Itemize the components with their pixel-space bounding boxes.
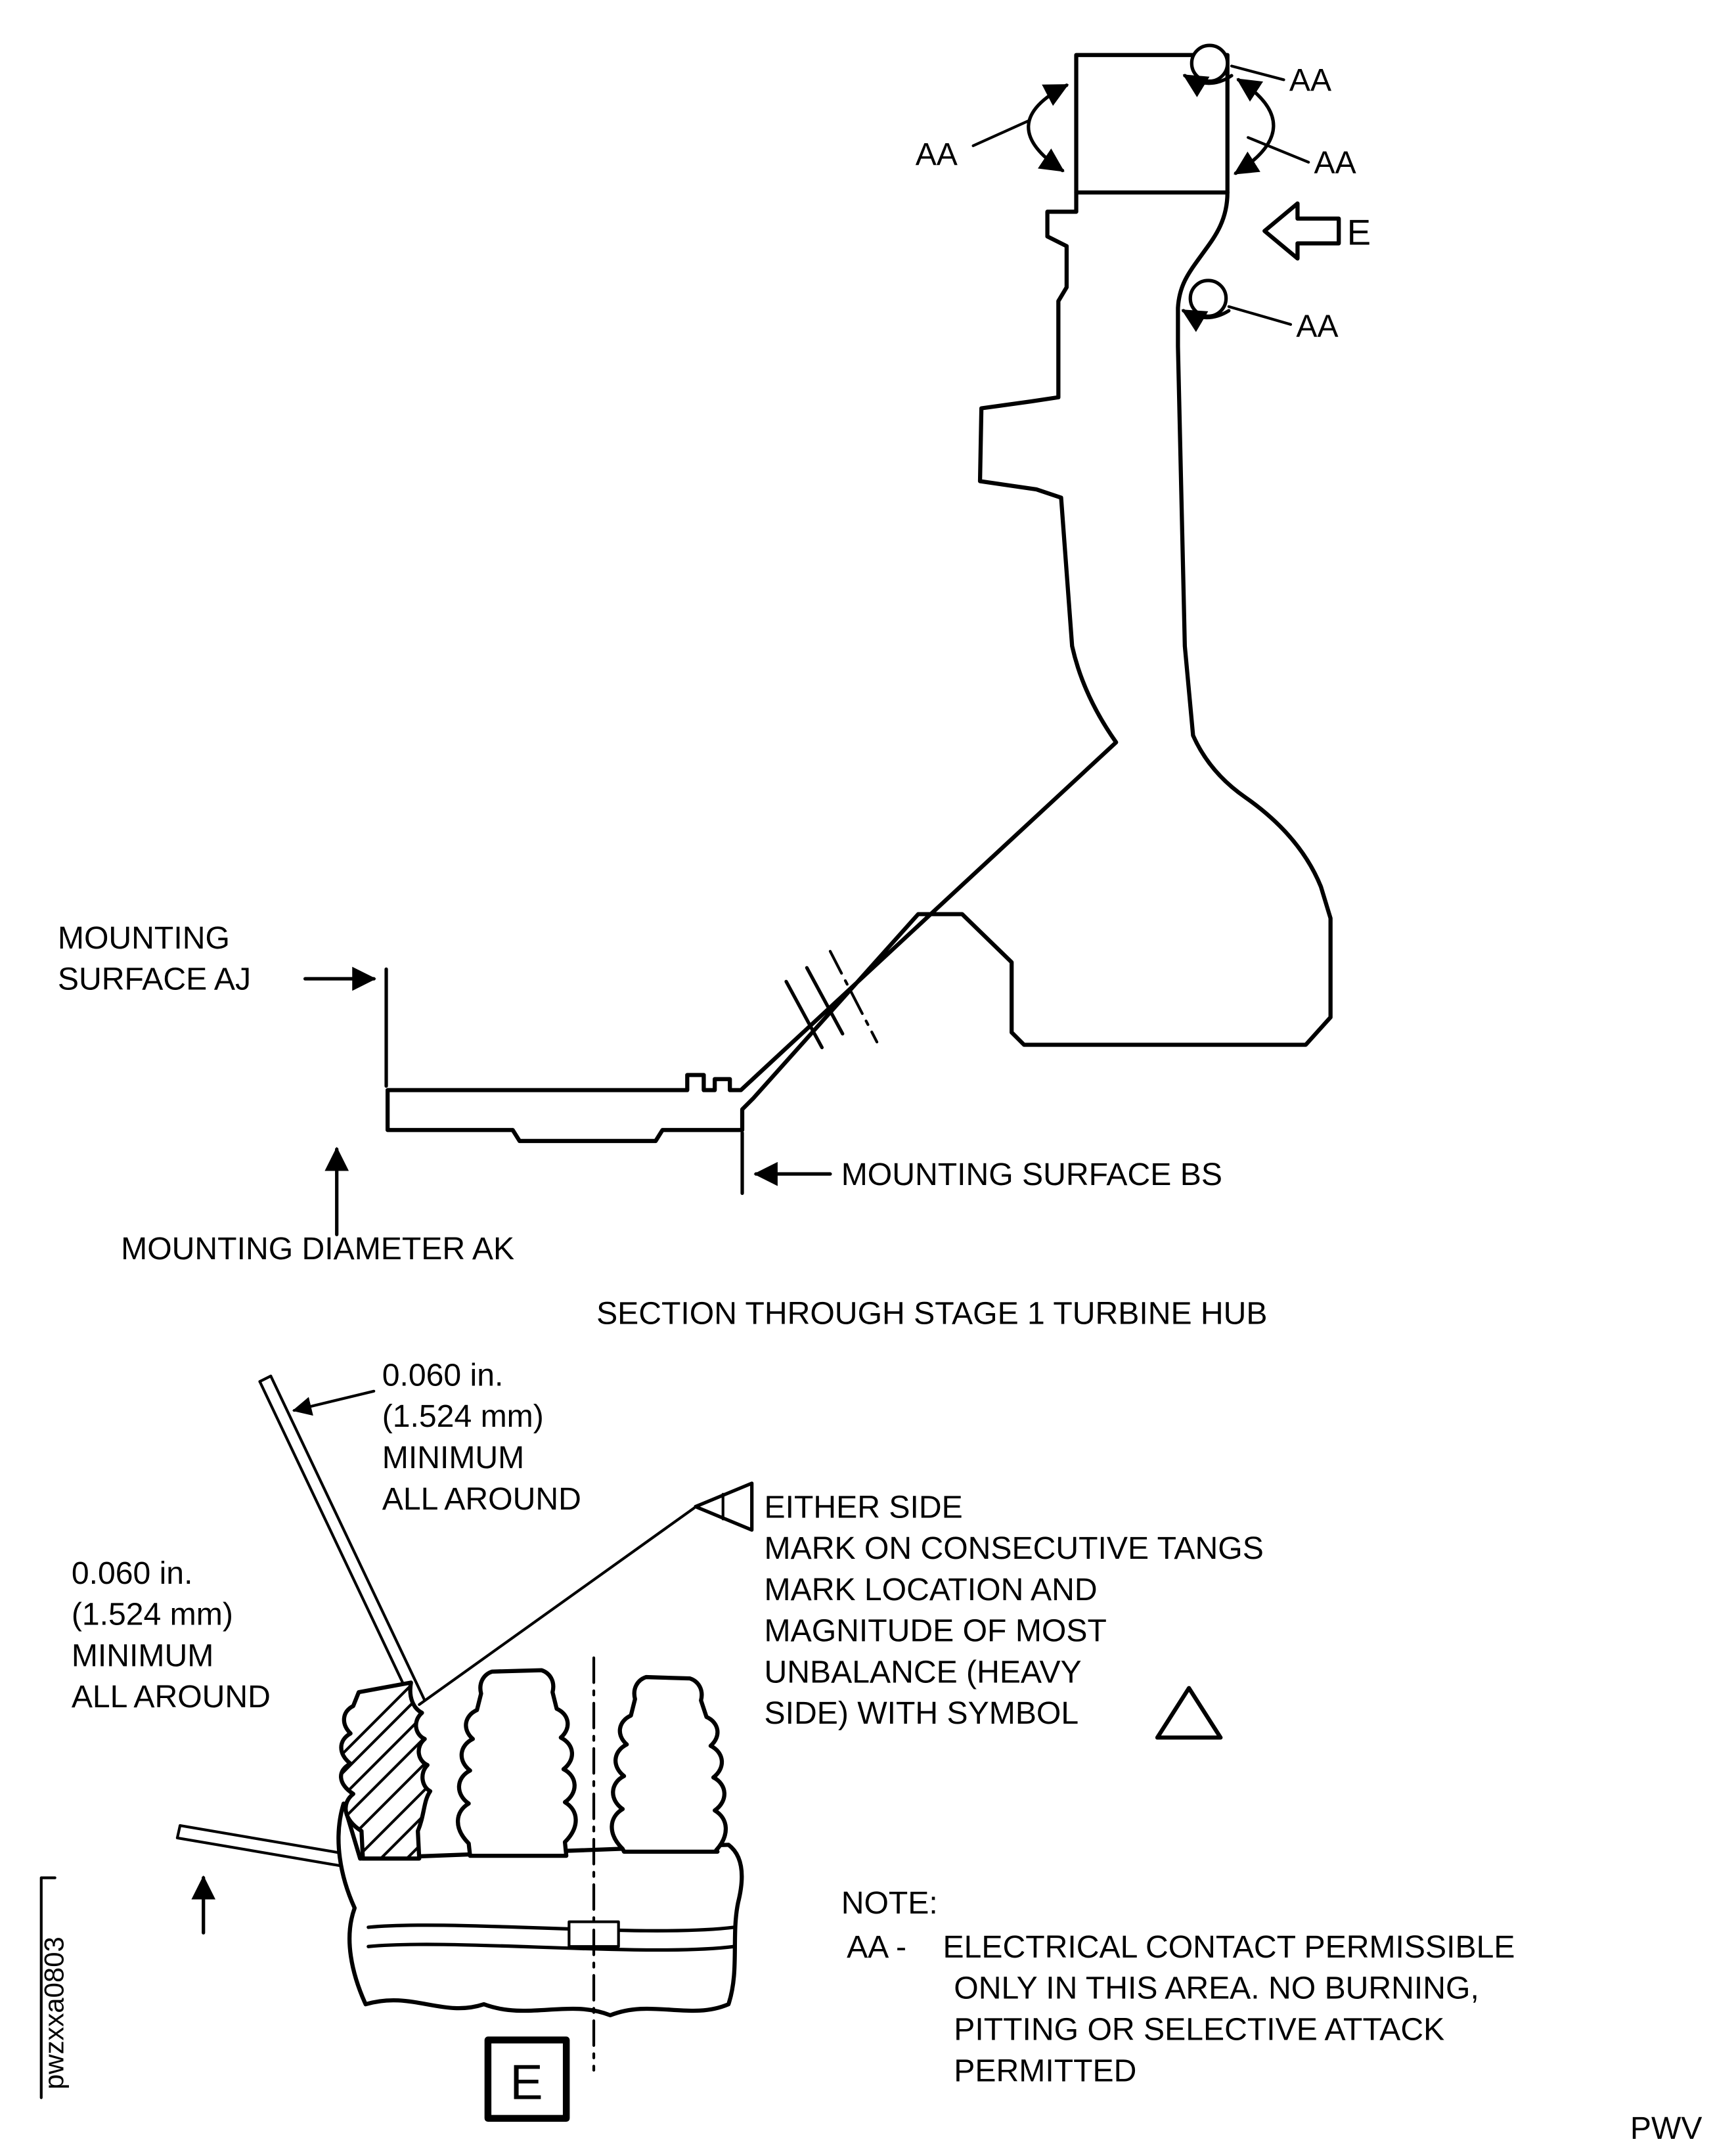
aa-leader-left: [971, 120, 1030, 147]
note-l3: PITTING OR SELECTIVE ATTACK: [954, 2012, 1444, 2048]
feeler-strip-lower-endcap: [175, 1824, 182, 1840]
hub-section-view: AA AA AA AA E MOUNTING SURFACE AJ MOUNTI…: [58, 43, 1371, 1331]
contact-circle-top: [1190, 43, 1230, 83]
web-break-mark-1: [784, 979, 824, 1050]
aa-label-left: AA: [916, 137, 958, 172]
contact-circle-side: [1188, 279, 1228, 318]
mounting-surface-bs-callout: MOUNTING SURFACE BS: [740, 1131, 1222, 1196]
rim-break-band-line2: [367, 1942, 736, 1952]
feeler-strip-lower: [175, 1824, 351, 1935]
fir-tree-tangs: [339, 1668, 728, 1861]
figure-id-block: pwzxxa0803: [38, 1876, 69, 2099]
clearance-lower-l2: (1.524 mm): [72, 1597, 233, 1632]
aa-leader-top: [1230, 64, 1285, 81]
note-prefix: AA -: [847, 1929, 906, 1965]
aa-leader-right: [1247, 136, 1310, 164]
clearance-upper-l2: (1.524 mm): [382, 1399, 544, 1434]
flag-note-l1: EITHER SIDE: [765, 1489, 963, 1525]
web-break-mark-2: [805, 966, 845, 1036]
note-l2: ONLY IN THIS AREA. NO BURNING,: [954, 1971, 1479, 2006]
mounting-surface-aj-line2: SURFACE AJ: [58, 962, 251, 997]
clearance-lower-l1: 0.060 in.: [72, 1556, 193, 1591]
figure-id: pwzxxa0803: [38, 1937, 69, 2090]
contact-circle-side-arrow: [1181, 309, 1231, 332]
clearance-note-lower: 0.060 in. (1.524 mm) MINIMUM ALL AROUND: [72, 1556, 271, 1714]
feeler-strip-lower-line2: [175, 1836, 348, 1868]
feeler-strip-upper: [258, 1374, 426, 1708]
flag-note-l5: UNBALANCE (HEAVY: [765, 1654, 1082, 1690]
view-e-box-frame: [484, 2036, 570, 2122]
section-caption: SECTION THROUGH STAGE 1 TURBINE HUB: [596, 1295, 1267, 1331]
clearance-note-upper: 0.060 in. (1.524 mm) MINIMUM ALL AROUND: [382, 1357, 581, 1516]
note-block: NOTE: AA - ELECTRICAL CONTACT PERMISSIBL…: [841, 1885, 1515, 2088]
mounting-surface-bs-label: MOUNTING SURFACE BS: [841, 1157, 1222, 1192]
mounting-diameter-ak-label: MOUNTING DIAMETER AK: [121, 1231, 514, 1266]
web-centerline-mark: [828, 950, 879, 1044]
aa-label-side: AA: [1296, 309, 1338, 344]
aa-label-top: AA: [1289, 62, 1331, 98]
aa-label-right: AA: [1314, 145, 1356, 181]
feeler-strip-upper-line1: [258, 1380, 415, 1708]
balance-flag-callout: [418, 1481, 754, 1707]
feeler-strip-lower-line1: [179, 1824, 351, 1856]
figure-id-bracket: [39, 1876, 56, 2099]
aa-leader-side: [1227, 305, 1293, 326]
clearance-lower-l4: ALL AROUND: [72, 1679, 271, 1714]
clearance-lower-l3: MINIMUM: [72, 1638, 214, 1673]
contact-circle-top-arrow: [1182, 74, 1234, 97]
flag-note-l3: MARK LOCATION AND: [765, 1572, 1098, 1607]
flag-note-l6: SIDE) WITH SYMBOL: [765, 1695, 1079, 1731]
tang-right: [610, 1674, 728, 1854]
tang-hatched: [339, 1680, 433, 1861]
view-e-box-letter: E: [510, 2055, 543, 2110]
clearance-upper-l1: 0.060 in.: [382, 1357, 504, 1393]
clearance-upper-l3: MINIMUM: [382, 1440, 525, 1475]
note-l1: ELECTRICAL CONTACT PERMISSIBLE: [943, 1929, 1515, 1965]
note-l4: PERMITTED: [954, 2053, 1136, 2088]
tang-middle: [455, 1668, 578, 1858]
view-e-arrow: E: [1262, 201, 1371, 261]
mounting-surface-aj-line1: MOUNTING: [58, 920, 230, 956]
tang-detail-view: 0.060 in. (1.524 mm) MINIMUM ALL AROUND …: [72, 1357, 1264, 2122]
feeler-strip-upper-line2: [269, 1374, 426, 1702]
rim-break-band-line1: [367, 1923, 736, 1933]
flag-note-l4: MAGNITUDE OF MOST: [765, 1613, 1107, 1649]
view-e-box: E: [484, 2036, 570, 2122]
mounting-surface-aj-callout: MOUNTING SURFACE AJ: [58, 920, 388, 1088]
web-break-marks: [784, 950, 879, 1050]
publisher-code: PWV: [1630, 2111, 1703, 2146]
feeler-strip-upper-endcap: [258, 1374, 273, 1383]
flag-note-l2: MARK ON CONSECUTIVE TANGS: [765, 1531, 1264, 1566]
view-e-arrow-shape: [1262, 201, 1341, 261]
unbalance-triangle-symbol: [1155, 1686, 1223, 1740]
flag-note-text: EITHER SIDE MARK ON CONSECUTIVE TANGS MA…: [765, 1489, 1264, 1740]
contact-arc-left: [1027, 83, 1069, 173]
note-heading: NOTE:: [841, 1885, 938, 1921]
clearance-upper-l4: ALL AROUND: [382, 1481, 581, 1517]
view-e-arrow-letter: E: [1347, 213, 1371, 253]
clearance-upper-arrow: [292, 1389, 376, 1416]
hub-outline: [385, 53, 1333, 1144]
contact-arc-right: [1234, 78, 1276, 175]
mounting-diameter-ak-callout: MOUNTING DIAMETER AK: [121, 1146, 514, 1266]
contact-area-symbols: [1027, 43, 1276, 332]
aa-callouts: AA AA AA AA: [916, 62, 1356, 344]
flag-leader: [418, 1506, 696, 1707]
